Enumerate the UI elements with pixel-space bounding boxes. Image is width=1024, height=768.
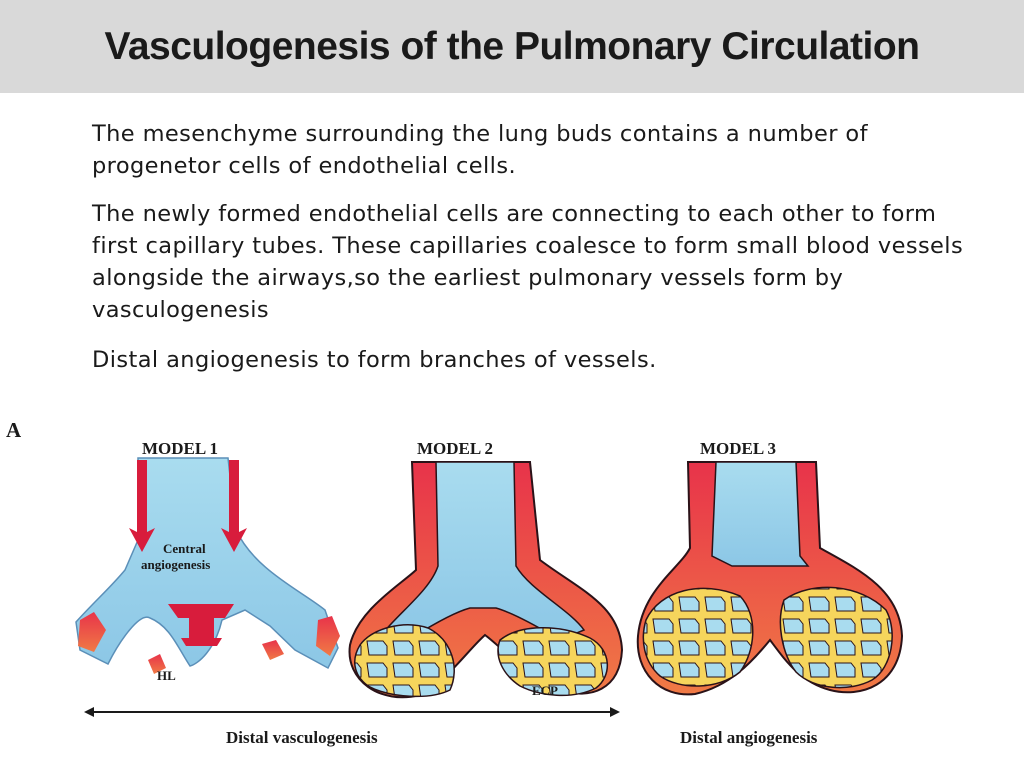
model-1: MODEL 1 Central angiogenesis HL <box>75 439 340 683</box>
title-bar <box>0 0 1024 93</box>
model-3-right-capillary-network <box>779 586 893 689</box>
paragraph-distal-angiogenesis: Distal angiogenesis to form branches of … <box>92 347 657 373</box>
caption-distal-angiogenesis: Distal angiogenesis <box>680 728 818 747</box>
model-2-airway <box>382 461 586 643</box>
ecp-annotation: ECP <box>532 683 558 698</box>
caption-distal-vasculogenesis: Distal vasculogenesis <box>226 728 378 747</box>
model-2-label: MODEL 2 <box>417 439 493 458</box>
model-1-lower-bud-right <box>262 640 284 660</box>
slide-title: Vasculogenesis of the Pulmonary Circulat… <box>104 25 920 68</box>
distal-vasculogenesis-bracket <box>84 707 620 717</box>
model-3: MODEL 3 <box>636 439 904 696</box>
model-1-right-bud <box>316 616 340 656</box>
model-1-central-vessel <box>168 604 234 646</box>
paragraph-mesenchyme: The mesenchyme surrounding the lung buds… <box>92 121 868 179</box>
model-1-label: MODEL 1 <box>142 439 218 458</box>
model-3-airway <box>711 461 810 567</box>
model-1-left-bud <box>78 612 106 652</box>
model-1-lower-bud-left <box>148 654 166 674</box>
central-annotation-line2: angiogenesis <box>141 557 210 572</box>
model-2: MODEL 2 ECP <box>348 439 624 699</box>
model-3-left-capillary-network <box>642 587 754 687</box>
hl-annotation: HL <box>157 668 176 683</box>
central-annotation-line1: Central <box>163 541 206 556</box>
model-2-right-capillary-network <box>497 627 609 697</box>
model-3-label: MODEL 3 <box>700 439 776 458</box>
vasculogenesis-models-figure: A MODEL 1 Central angiogenesis HL MODEL … <box>6 418 904 747</box>
paragraph-capillary-tubes: The newly formed endothelial cells are c… <box>92 201 964 323</box>
model-1-right-arrow <box>221 460 247 552</box>
figure-panel-letter: A <box>6 418 22 442</box>
model-2-left-capillary-network <box>354 624 455 698</box>
model-1-left-arrow <box>129 460 155 552</box>
